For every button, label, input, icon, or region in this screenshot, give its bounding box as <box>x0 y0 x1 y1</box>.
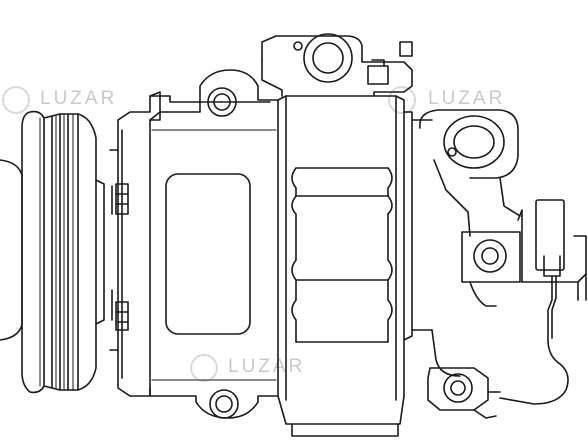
pulley <box>0 110 105 394</box>
watermark-left: LUZAR <box>40 88 118 109</box>
front-housing <box>109 91 271 397</box>
suction-port <box>261 33 413 97</box>
pressure-sensor <box>487 199 587 405</box>
luzar-logo-mark-right <box>388 86 416 114</box>
watermark-bottom: LUZAR <box>228 356 306 377</box>
luzar-logo-mark-left <box>2 86 30 114</box>
rear-section <box>403 109 521 419</box>
main-body <box>149 69 279 419</box>
luzar-logo-mark-bottom <box>190 354 218 382</box>
cylinder-section <box>277 95 405 437</box>
watermark-right: LUZAR <box>428 88 506 109</box>
